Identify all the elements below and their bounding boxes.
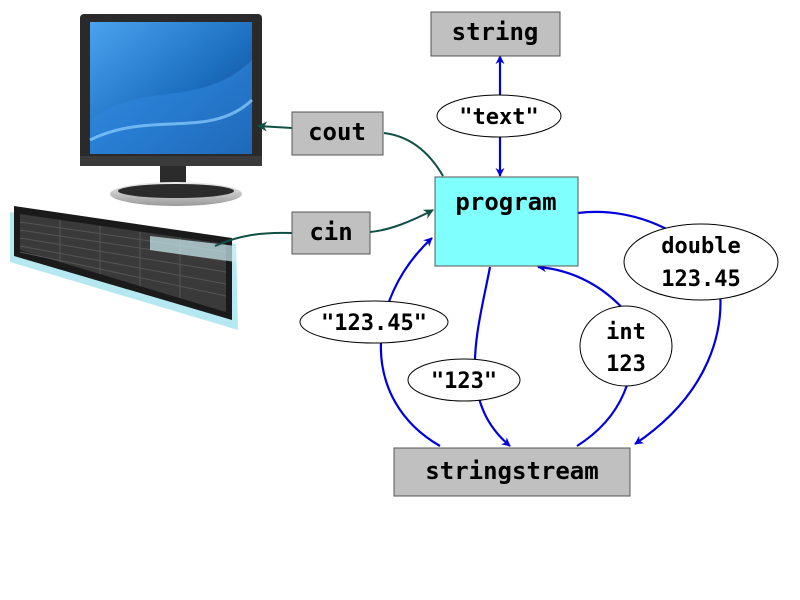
int-label-ellipse: int 123 xyxy=(579,305,673,387)
string-node-label: string xyxy=(452,18,539,46)
program-node: program xyxy=(434,176,579,267)
double-label-ellipse: double 123.45 xyxy=(623,223,779,301)
double-label-line1: double xyxy=(661,234,740,259)
int-label-line2: 123 xyxy=(606,352,646,377)
cin-node: cin xyxy=(291,211,371,255)
stringstream-to-program-arrow xyxy=(379,237,441,447)
cout-to-monitor-arrow xyxy=(257,121,293,132)
program-to-str123-arrow xyxy=(473,266,511,447)
string-node: string xyxy=(430,11,561,57)
str-123-45-label: "123.45" xyxy=(321,311,427,336)
stringstream-node: stringstream xyxy=(393,447,631,497)
str-123-label: "123" xyxy=(431,369,497,394)
int-label-line1: int xyxy=(606,320,646,345)
monitor-icon xyxy=(80,14,262,206)
program-node-label: program xyxy=(455,188,556,216)
double-label-line2: 123.45 xyxy=(661,267,740,292)
console-arrows xyxy=(214,121,444,247)
stringstream-node-label: stringstream xyxy=(425,457,598,485)
keyboard-to-cin-arrow xyxy=(214,231,293,247)
cout-node: cout xyxy=(291,111,384,156)
str-123-label-ellipse: "123" xyxy=(407,358,521,402)
text-label: "text" xyxy=(459,105,538,130)
cin-node-label: cin xyxy=(309,218,352,246)
program-to-cout-arrow xyxy=(383,132,444,177)
cout-node-label: cout xyxy=(308,118,366,146)
str-123-45-label-ellipse: "123.45" xyxy=(299,300,449,344)
keyboard-icon xyxy=(10,206,238,330)
text-label-ellipse: "text" xyxy=(436,94,562,138)
cin-to-program-arrow xyxy=(369,209,434,233)
